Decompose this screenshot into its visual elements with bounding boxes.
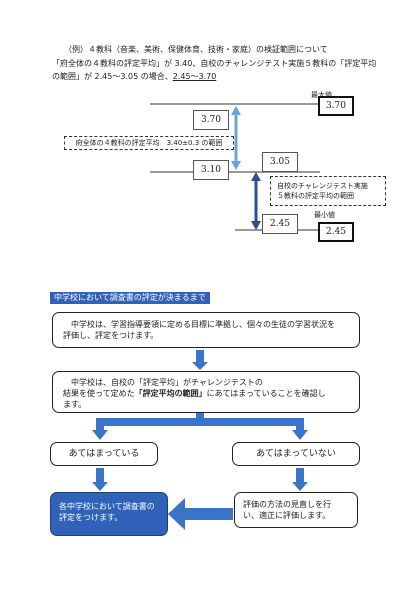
min-value-box: 2.45 <box>318 222 354 242</box>
school-range-label-line-1: 自校のチャレンジテスト実施 <box>277 182 368 190</box>
min-label: 最小値 <box>314 211 335 219</box>
section-title: 中学校において調査書の評定が決まるまで <box>50 292 210 304</box>
intro-line-2: 「府全体の４教科の評定平均」が 3.40、自校のチャレンジテスト実施５教科の「評… <box>52 59 377 68</box>
flow-step-2-line-2-pre: 結果を使って定めた <box>63 389 135 398</box>
decision-yes: あてはまっている <box>50 442 158 466</box>
flow-arrows <box>92 350 308 530</box>
flow-step-1-line-2: 評価し、評定をつけます。 <box>63 331 159 340</box>
pref-lower-box: 3.10 <box>193 160 229 180</box>
intro-line-3-prefix: の範囲」が 2.45〜3.05 の場合、 <box>52 72 173 81</box>
result-yes: 各中学校において調査書の 評定をつけます。 <box>50 492 168 536</box>
flow-step-2: 中学校は、自校の「評定平均」がチャレンジテストの 結果を使って定めた「評定平均の… <box>52 371 360 413</box>
intro-line-1: （例）４教科（音楽、美術、保健体育、技術・家庭）の検証範囲について <box>64 45 328 54</box>
decision-no: あてはまっていない <box>232 442 360 466</box>
flow-step-2-line-3: ます。 <box>63 400 87 409</box>
pref-range-label: 府全体の４教科の評定平均 3.40±0.3 の範囲 <box>64 136 234 150</box>
result-no-line-2: い、適正に評価します。 <box>243 511 331 520</box>
school-lower-box: 2.45 <box>262 214 298 234</box>
flow-step-1-line-1: 中学校は、学習指導要領に定める目標に準拠し、個々の生徒の学習状況を <box>71 320 335 329</box>
flow-step-2-line-2-post: にあてはまっていることを確認し <box>206 389 326 398</box>
result-yes-line-2: 評定をつけます。 <box>59 513 123 522</box>
intro-line-3: の範囲」が 2.45〜3.05 の場合、2.45〜3.70 <box>52 71 216 82</box>
range-diagram-lines <box>150 103 320 231</box>
flow-step-2-line-2: 結果を使って定めた「評定平均の範囲」にあてはまっていることを確認し <box>63 388 349 399</box>
pref-upper-box: 3.70 <box>193 110 229 130</box>
school-range-label-line-2: ５教科の評定平均の範囲 <box>277 192 354 200</box>
flow-step-1: 中学校は、学習指導要領に定める目標に準拠し、個々の生徒の学習状況を 評価し、評定… <box>52 312 360 348</box>
max-label: 最大値 <box>311 91 332 99</box>
school-range-label: 自校のチャレンジテスト実施 ５教科の評定平均の範囲 <box>270 176 386 206</box>
result-no: 評価の方法の見直しを行 い、適正に評価します。 <box>234 492 358 528</box>
intro-range: 2.45〜3.70 <box>172 72 217 81</box>
result-no-line-1: 評価の方法の見直しを行 <box>243 500 331 509</box>
max-value-box: 3.70 <box>318 96 354 116</box>
result-yes-line-1: 各中学校において調査書の <box>59 502 155 511</box>
flow-step-2-line-1: 中学校は、自校の「評定平均」がチャレンジテストの <box>71 378 263 387</box>
school-upper-box: 3.05 <box>262 152 298 172</box>
flow-step-2-bold: 「評定平均の範囲」 <box>134 389 207 398</box>
